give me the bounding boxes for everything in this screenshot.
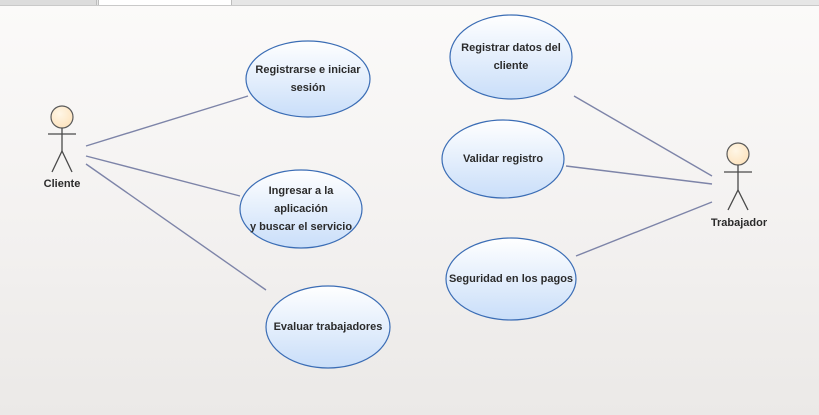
use-case-validar[interactable] [441, 119, 565, 199]
tab-strip [0, 0, 819, 6]
use-case-ingresar-label: Ingresar a la aplicación y buscar el ser… [249, 185, 353, 233]
actor-cliente-left-leg [51, 150, 63, 173]
actor-trabajador[interactable] [724, 142, 752, 211]
use-case-registrarse-label: Registrarse e iniciar sesión [255, 64, 361, 94]
actor-trabajador-right-leg [737, 189, 749, 211]
association-trabajador-seguridad[interactable] [575, 201, 713, 257]
tab-2-active[interactable] [98, 0, 232, 5]
use-case-evaluar-label: Evaluar trabajadores [273, 321, 383, 333]
use-case-ingresar[interactable] [239, 169, 363, 249]
association-cliente-evaluar[interactable] [85, 163, 267, 291]
association-trabajador-validar[interactable] [565, 165, 713, 185]
association-cliente-registrarse[interactable] [85, 95, 249, 147]
actor-trabajador-left-leg [727, 189, 739, 211]
actor-trabajador-head [726, 142, 750, 166]
use-case-evaluar[interactable] [265, 285, 391, 369]
association-cliente-ingresar[interactable] [85, 155, 241, 197]
use-case-registrar-datos-label: Registrar datos del cliente [461, 42, 561, 72]
use-case-seguridad-label: Seguridad en los pagos [448, 273, 574, 285]
association-trabajador-registrar-datos[interactable] [573, 95, 713, 177]
diagram-svg [48, 14, 752, 369]
use-case-seguridad[interactable] [445, 237, 577, 321]
use-case-registrarse[interactable] [245, 40, 371, 118]
actor-cliente-label: Cliente [43, 178, 81, 190]
diagram-canvas: Registrarse e iniciar sesión Ingresar a … [0, 6, 819, 415]
actor-cliente-head [50, 105, 74, 129]
use-case-registrar-datos[interactable] [449, 14, 573, 100]
use-case-validar-label: Validar registro [462, 153, 544, 165]
tab-1[interactable] [0, 0, 97, 5]
actor-trabajador-label: Trabajador [710, 217, 768, 229]
actor-cliente[interactable] [48, 105, 76, 173]
actor-cliente-right-leg [61, 150, 73, 173]
